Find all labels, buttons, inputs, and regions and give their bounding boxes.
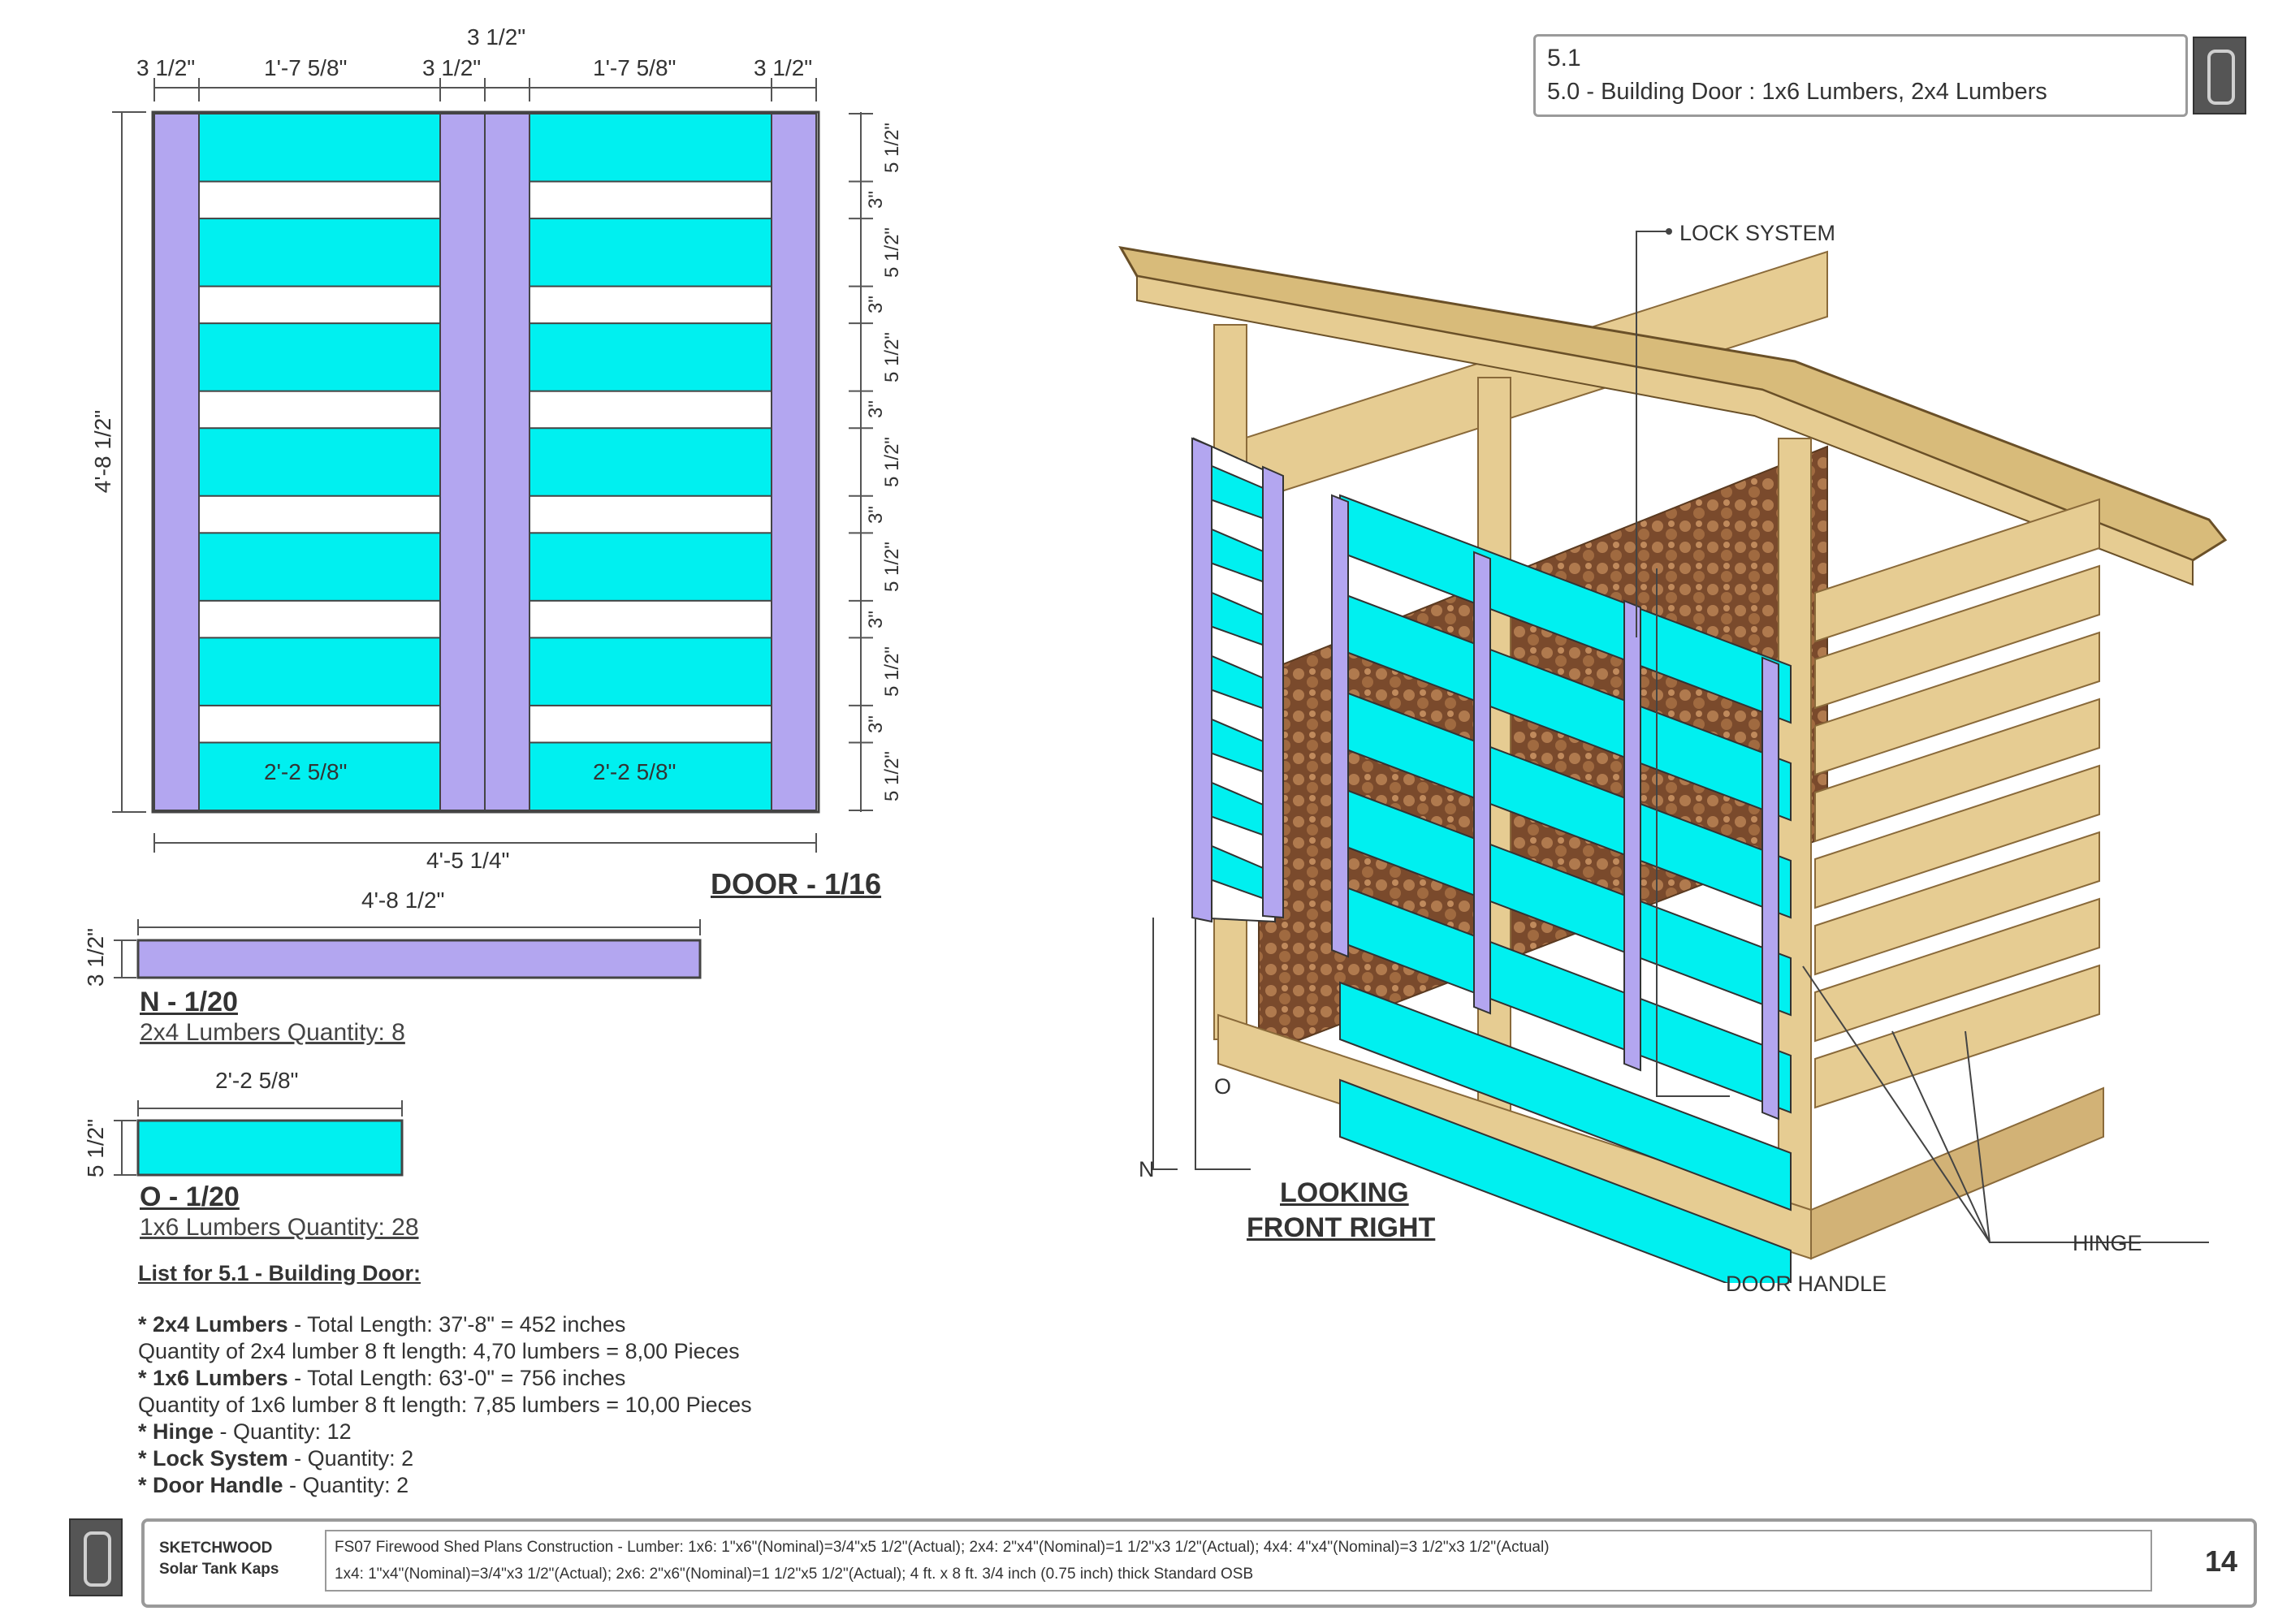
door-stile: [484, 113, 530, 811]
dim-top-1: 3 1/2": [136, 55, 196, 80]
dim-door-height: 4'-8 1/2": [90, 409, 116, 494]
materials-list: * 2x4 Lumbers - Total Length: 37'-8" = 4…: [138, 1311, 752, 1499]
door-board: [198, 637, 441, 706]
door-board: [529, 741, 772, 812]
door-board: [198, 218, 441, 287]
list-item: Quantity of 2x4 lumber 8 ft length: 4,70…: [138, 1339, 740, 1363]
part-n-height: 3 1/2": [83, 927, 109, 987]
door-stile: [771, 113, 817, 811]
dim-right-segment: 5 1/2": [880, 331, 903, 382]
dim-board-width: 2'-2 5/8": [264, 759, 348, 784]
dim-right-segment: 5 1/2": [880, 751, 903, 802]
section-title: 5.0 - Building Door : 1x6 Lumbers, 2x4 L…: [1547, 79, 2047, 105]
door-board: [529, 113, 772, 183]
part-o-subtitle: 1x6 Lumbers Quantity: 28: [140, 1214, 419, 1241]
door-title: DOOR - 1/16: [711, 867, 882, 901]
door-board: [198, 532, 441, 602]
dim-right-segment: 3": [864, 610, 887, 628]
section-number: 5.1: [1547, 45, 1581, 71]
front-door-board: [1339, 981, 1792, 1212]
brand-logo-icon: [2193, 37, 2246, 114]
part-n-length: 4'-8 1/2": [361, 888, 445, 913]
door-board: [198, 322, 441, 392]
dim-right-segment: 5 1/2": [880, 437, 903, 487]
dim-top-5: 1'-7 5/8": [593, 55, 676, 80]
side-slat: [1814, 698, 2100, 843]
door-stile: [153, 113, 200, 811]
part-o-title: O - 1/20: [140, 1181, 240, 1212]
part-n-subtitle: 2x4 Lumbers Quantity: 8: [140, 1019, 405, 1046]
front-door-rail: [1761, 656, 1779, 1121]
door-board: [198, 113, 441, 183]
dim-right-segment: 5 1/2": [880, 646, 903, 698]
part-o-length: 2'-2 5/8": [215, 1068, 299, 1093]
door-board: [529, 427, 772, 497]
door-board: [529, 532, 772, 602]
dim-right-segment: 3": [864, 191, 887, 209]
door-board: [529, 637, 772, 706]
side-slat: [1814, 498, 2100, 643]
list-item: * Door Handle - Quantity: 2: [138, 1473, 409, 1497]
dim-door-width: 4'-5 1/4": [426, 848, 510, 873]
dim-right-segment: 3": [864, 296, 887, 314]
page-number: 14: [2204, 1544, 2237, 1578]
part-n-title: N - 1/20: [140, 987, 238, 1017]
door-stile: [439, 113, 486, 811]
dim-board-width: 2'-2 5/8": [593, 759, 676, 784]
side-slat: [1814, 564, 2100, 710]
footer-logo-icon: [69, 1518, 123, 1596]
front-door-board: [1339, 1078, 1792, 1283]
materials-heading: List for 5.1 - Building Door:: [138, 1261, 421, 1285]
dim-right-segment: 5 1/2": [880, 227, 903, 278]
side-slat: [1814, 764, 2100, 909]
label-lock-system: LOCK SYSTEM: [1679, 221, 1836, 245]
label-door-handle: DOOR HANDLE: [1726, 1272, 1887, 1296]
list-item: Quantity of 1x6 lumber 8 ft length: 7,85…: [138, 1393, 752, 1417]
front-door-rail: [1623, 599, 1641, 1072]
side-slat: [1814, 964, 2100, 1109]
footer-description: FS07 Firewood Shed Plans Construction - …: [325, 1530, 2152, 1592]
front-door-rail: [1331, 494, 1349, 958]
front-door-rail: [1473, 551, 1491, 1015]
dim-top-3: 3 1/2": [422, 55, 482, 80]
dim-right-segment: 3": [864, 400, 887, 419]
door-board: [529, 322, 772, 392]
side-slat: [1814, 831, 2100, 976]
dim-top-4: 3 1/2": [467, 24, 526, 50]
list-item: * 1x6 Lumbers - Total Length: 63'-0" = 7…: [138, 1366, 626, 1390]
list-item: * Hinge - Quantity: 12: [138, 1419, 352, 1444]
label-n: N: [1139, 1157, 1155, 1181]
label-o: O: [1214, 1074, 1232, 1099]
side-slat: [1814, 897, 2100, 1043]
footer-brand: SKETCHWOOD Solar Tank Kaps: [159, 1540, 279, 1578]
view-title-line1: LOOKING: [1280, 1177, 1409, 1208]
dim-right-segment: 5 1/2": [880, 122, 903, 173]
dim-top-2: 1'-7 5/8": [264, 55, 348, 80]
door-board: [198, 741, 441, 812]
dim-right-segment: 3": [864, 715, 887, 733]
door-board: [198, 427, 441, 497]
view-title-line2: FRONT RIGHT: [1247, 1212, 1436, 1243]
part-o-drawing: [114, 1100, 404, 1177]
dim-right-segment: 5 1/2": [880, 542, 903, 593]
door-drawing: [112, 78, 873, 853]
title-block: 5.1 5.0 - Building Door : 1x6 Lumbers, 2…: [1533, 34, 2188, 117]
dim-top-6: 3 1/2": [754, 55, 813, 80]
door-board: [529, 218, 772, 287]
part-n-drawing: [114, 919, 702, 979]
part-o-height: 5 1/2": [83, 1118, 109, 1178]
list-item: * Lock System - Quantity: 2: [138, 1446, 414, 1471]
shed-isometric-view: [1118, 228, 2228, 1283]
dim-right-segment: 3": [864, 505, 887, 524]
list-item: * 2x4 Lumbers - Total Length: 37'-8" = 4…: [138, 1312, 626, 1337]
footer-title-block: SKETCHWOOD Solar Tank Kaps FS07 Firewood…: [141, 1518, 2257, 1608]
side-slat: [1814, 631, 2100, 776]
label-hinge: HINGE: [2073, 1231, 2142, 1255]
